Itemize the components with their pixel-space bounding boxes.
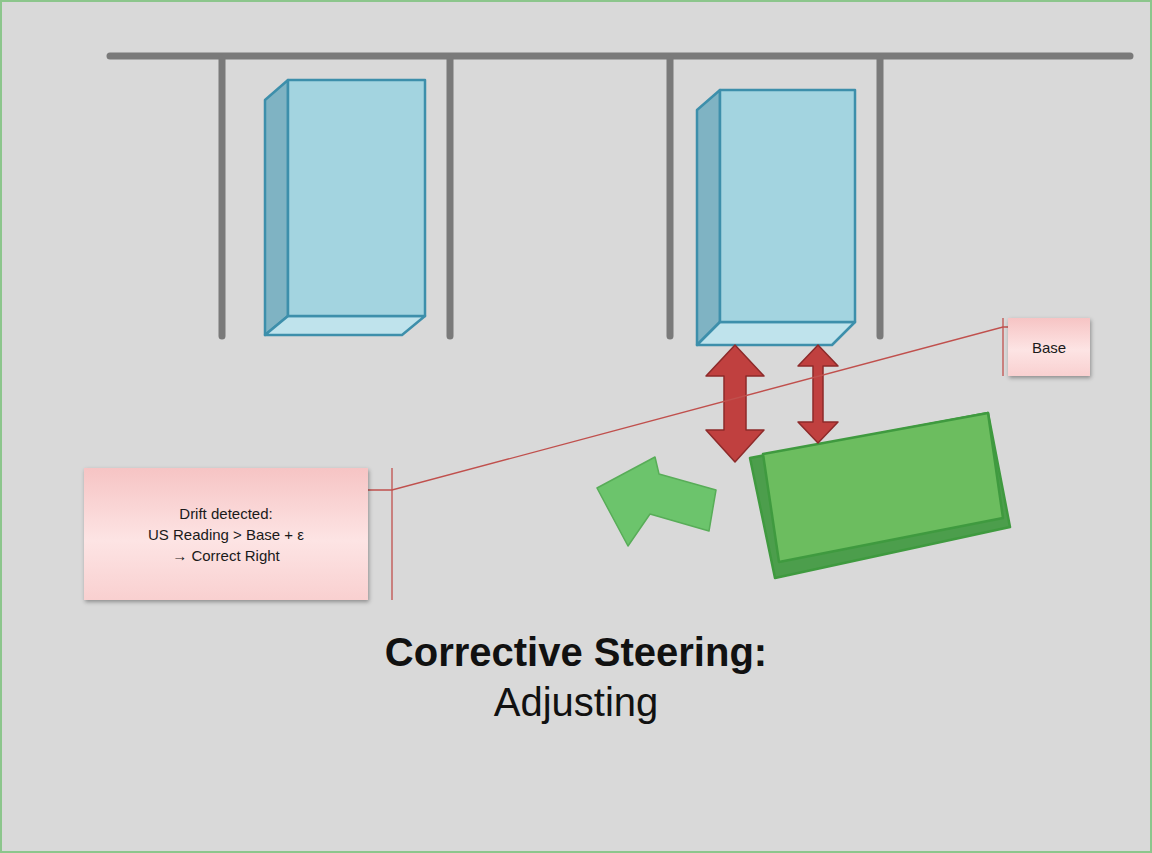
leader-line [368,327,1008,490]
blue-box [265,80,425,335]
callout-box: Drift detected:US Reading > Base + ε→ Co… [84,468,368,600]
steering-arrow [597,457,716,546]
title: Corrective Steering: [0,627,1152,677]
blue-box [697,90,855,345]
distance-arrow [706,345,838,462]
callout-text: Drift detected: [179,503,272,524]
shelf-rails [110,56,1130,336]
robot-body [750,413,1010,578]
callout-box: Base [1008,318,1090,376]
caption-block: Corrective Steering:Adjusting [0,627,1152,727]
callout-tick [392,318,1003,600]
subtitle: Adjusting [0,677,1152,727]
callout-text: US Reading > Base + ε [148,524,304,545]
callout-text: Base [1032,337,1066,358]
callout-text: → Correct Right [172,545,280,566]
